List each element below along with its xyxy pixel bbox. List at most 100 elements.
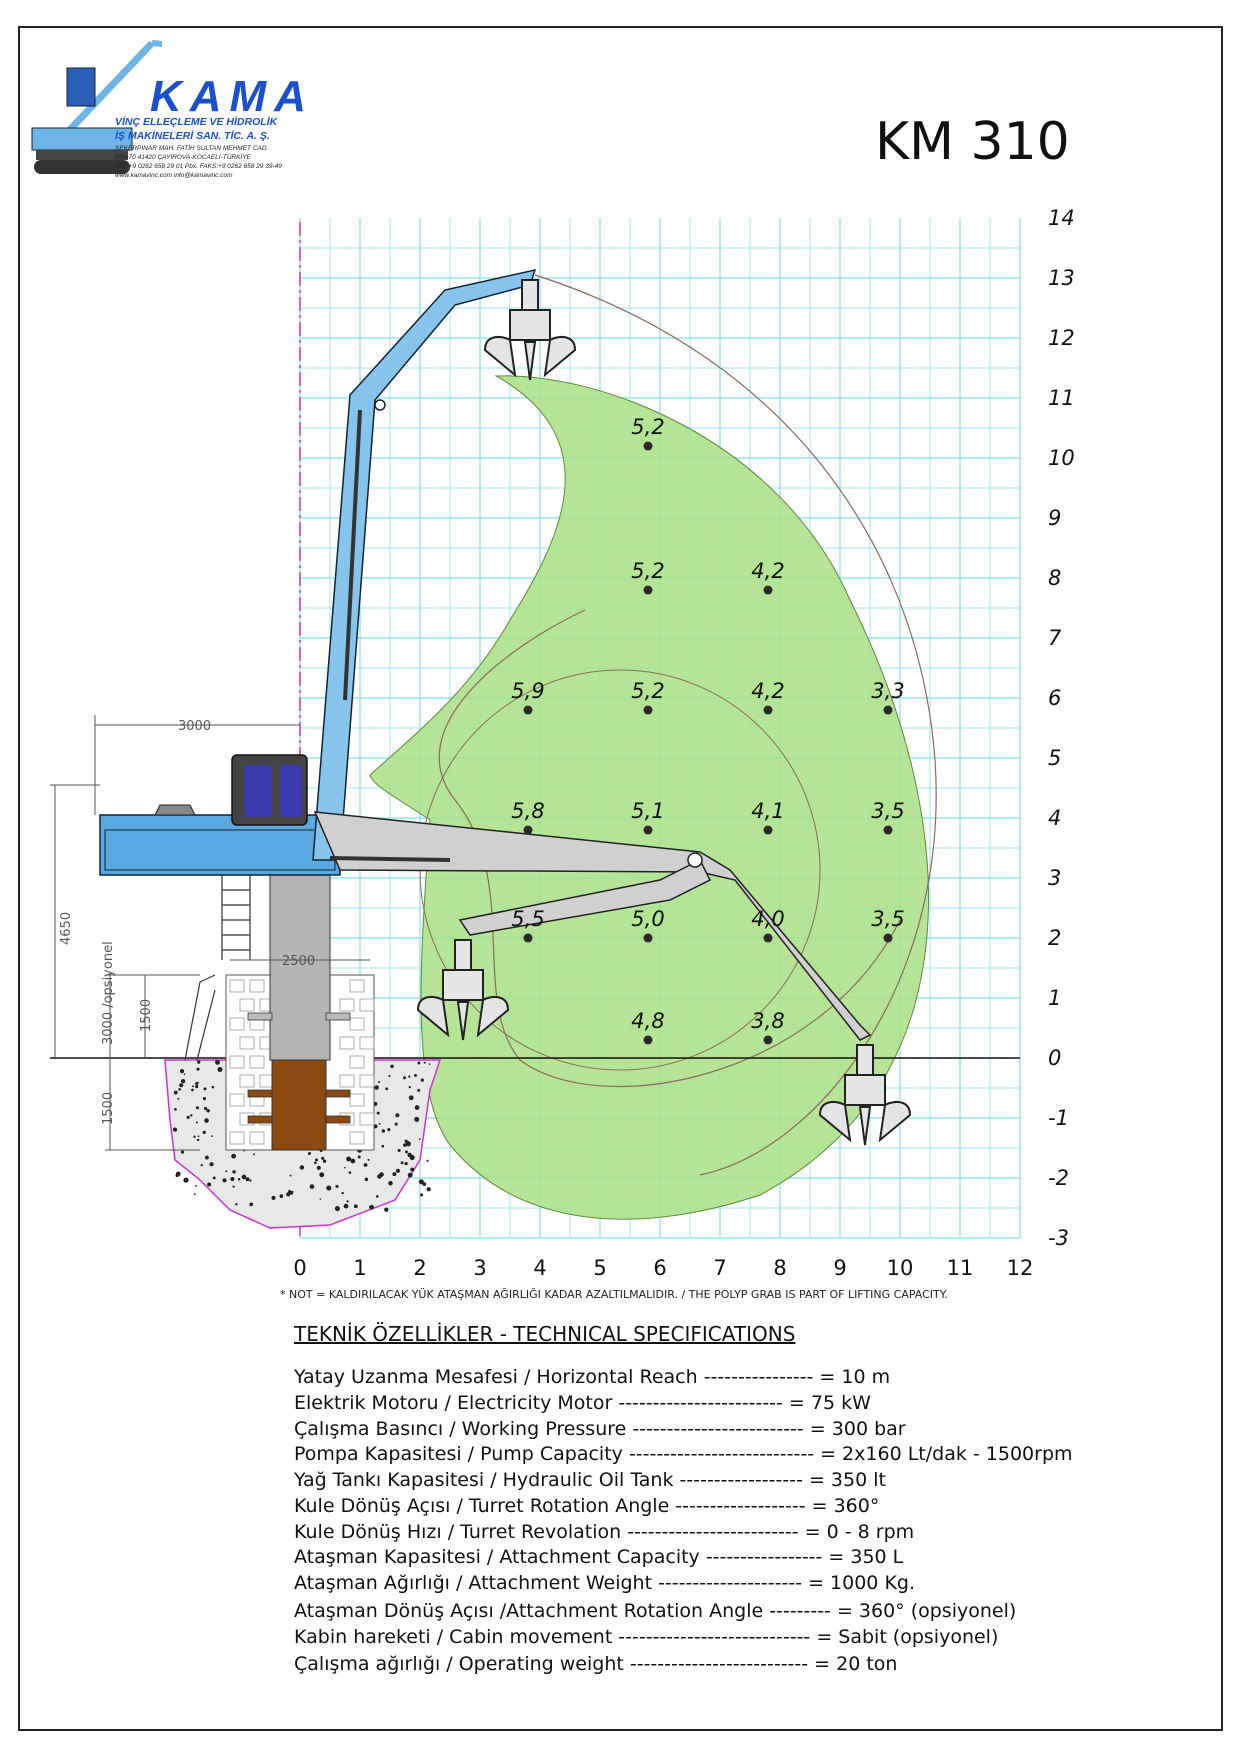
- anchor-bolt-3: [247, 1115, 273, 1124]
- foundation-pile: [271, 1059, 327, 1151]
- x-tick-label: 8: [773, 1256, 786, 1280]
- dimension-4650: 4650: [59, 912, 74, 945]
- y-tick-label: -3: [1048, 1226, 1069, 1250]
- capacity-point: [763, 1035, 773, 1045]
- dimension-1500-lower: 1500: [101, 1092, 116, 1125]
- capacity-point: [643, 585, 653, 595]
- y-tick-label: 7: [1048, 626, 1062, 650]
- capacity-label: 5,5: [511, 907, 544, 931]
- x-tick-label: 0: [293, 1256, 306, 1280]
- spec-row: Çalışma Basıncı / Working Pressure -----…: [294, 1418, 906, 1440]
- spec-row: Elektrik Motoru / Electricity Motor ----…: [294, 1392, 871, 1414]
- logo-address-1: ŞEKERPINAR MAH. FATİH SULTAN MEHMET CAD.: [115, 145, 269, 152]
- y-tick-label: 1: [1048, 986, 1061, 1010]
- spec-row: Kule Dönüş Açısı / Turret Rotation Angle…: [294, 1495, 880, 1517]
- x-tick-label: 9: [833, 1256, 846, 1280]
- capacity-point: [643, 441, 653, 451]
- capacity-label: 5,0: [631, 907, 664, 931]
- support-column: [269, 869, 331, 1061]
- logo-web: www.kamavinc.com info@kamavinc.com: [115, 172, 233, 179]
- capacity-label: 4,0: [751, 907, 784, 931]
- anchor-bolt-2: [325, 1089, 351, 1098]
- y-tick-label: 3: [1048, 866, 1061, 890]
- dimension-3000: 3000: [178, 719, 211, 734]
- capacity-point: [643, 825, 653, 835]
- y-tick-label: 13: [1048, 266, 1075, 290]
- capacity-point: [523, 933, 533, 943]
- spec-row: Yağ Tankı Kapasitesi / Hydraulic Oil Tan…: [294, 1469, 886, 1491]
- dimension-2500: 2500: [282, 954, 315, 969]
- capacity-point: [523, 825, 533, 835]
- spec-row: Pompa Kapasitesi / Pump Capacity -------…: [294, 1443, 1073, 1465]
- spec-row: Ataşman Dönüş Açısı /Attachment Rotation…: [294, 1600, 1017, 1622]
- lowered-boom: [458, 858, 712, 936]
- x-tick-label: 12: [1007, 1256, 1034, 1280]
- raised-cylinder: [343, 409, 362, 701]
- logo-line-2: İŞ MAKİNELERİ SAN. TİC. A. Ş.: [115, 130, 270, 142]
- spec-row: Ataşman Kapasitesi / Attachment Capacity…: [294, 1546, 904, 1568]
- logo-brand: KAMA: [150, 72, 314, 121]
- column-flange-2: [325, 1012, 351, 1021]
- boom-joint: [687, 852, 703, 868]
- x-tick-label: 4: [533, 1256, 546, 1280]
- logo-address-2: NO=70 41420 ÇAYIROVA-KOCAELİ-TÜRKİYE: [115, 154, 251, 161]
- y-tick-label: 2: [1048, 926, 1061, 950]
- capacity-label: 5,9: [511, 679, 544, 703]
- capacity-point: [643, 705, 653, 715]
- y-tick-label: 12: [1048, 326, 1075, 350]
- raised-boom-pivot: [374, 399, 386, 411]
- anchor-bolt-4: [325, 1115, 351, 1124]
- y-tick-label: 8: [1048, 566, 1061, 590]
- engine-hood: [154, 804, 196, 816]
- capacity-label: 4,1: [751, 799, 784, 823]
- x-tick-label: 1: [353, 1256, 366, 1280]
- x-tick-label: 5: [593, 1256, 606, 1280]
- capacity-point: [523, 705, 533, 715]
- dimension-1500-upper: 1500: [139, 999, 154, 1032]
- logo-machine-icon: [31, 40, 162, 174]
- capacity-label: 5,8: [511, 799, 544, 823]
- capacity-point: [763, 705, 773, 715]
- cabin-door: [280, 765, 302, 817]
- logo-line-1: VİNÇ ELLEÇLEME VE HİDROLİK: [115, 116, 278, 128]
- y-tick-label: 4: [1048, 806, 1061, 830]
- y-tick-label: 6: [1048, 686, 1061, 710]
- y-tick-label: 5: [1048, 746, 1061, 770]
- grab-low-icon: [416, 939, 510, 1041]
- capacity-point: [883, 933, 893, 943]
- capacity-label: 3,8: [751, 1009, 784, 1033]
- model-title: KM 310: [875, 112, 1070, 172]
- spec-row: Kabin hareketi / Cabin movement --------…: [294, 1626, 999, 1648]
- ladder: [184, 875, 251, 1061]
- working-envelope: [369, 375, 929, 1220]
- ground-speckle: [172, 1060, 431, 1212]
- spec-row: Ataşman Ağırlığı / Attachment Weight ---…: [294, 1572, 915, 1594]
- capacity-label: 4,2: [751, 679, 784, 703]
- capacity-point: [883, 705, 893, 715]
- x-tick-label: 11: [947, 1256, 974, 1280]
- page-frame: [18, 26, 1223, 1731]
- spec-row: Kule Dönüş Hızı / Turret Revolation ----…: [294, 1521, 915, 1543]
- reach-arc-outer: [534, 274, 937, 1176]
- x-tick-label: 6: [653, 1256, 666, 1280]
- capacity-label: 4,8: [631, 1009, 664, 1033]
- x-tick-label: 2: [413, 1256, 426, 1280]
- spec-row: Çalışma ağırlığı / Operating weight ----…: [294, 1653, 898, 1675]
- capacity-point: [763, 933, 773, 943]
- y-tick-label: -1: [1048, 1106, 1069, 1130]
- y-tick-label: 14: [1048, 206, 1075, 230]
- reach-arc-inner: [438, 609, 901, 1088]
- logo-phone: TEL:+9 0262 658 29 01 Pbx. FAKS:+9 0262 …: [115, 163, 282, 170]
- capacity-label: 5,2: [631, 559, 664, 583]
- capacity-point: [883, 825, 893, 835]
- horizontal-boom: [313, 811, 872, 1041]
- x-tick-label: 7: [713, 1256, 726, 1280]
- grab-top-icon: [483, 279, 577, 381]
- dimension-3000-optional: 3000 /opsiyonel: [101, 941, 116, 1045]
- capacity-point: [763, 825, 773, 835]
- capacity-point: [643, 1035, 653, 1045]
- cabin-window: [244, 765, 272, 817]
